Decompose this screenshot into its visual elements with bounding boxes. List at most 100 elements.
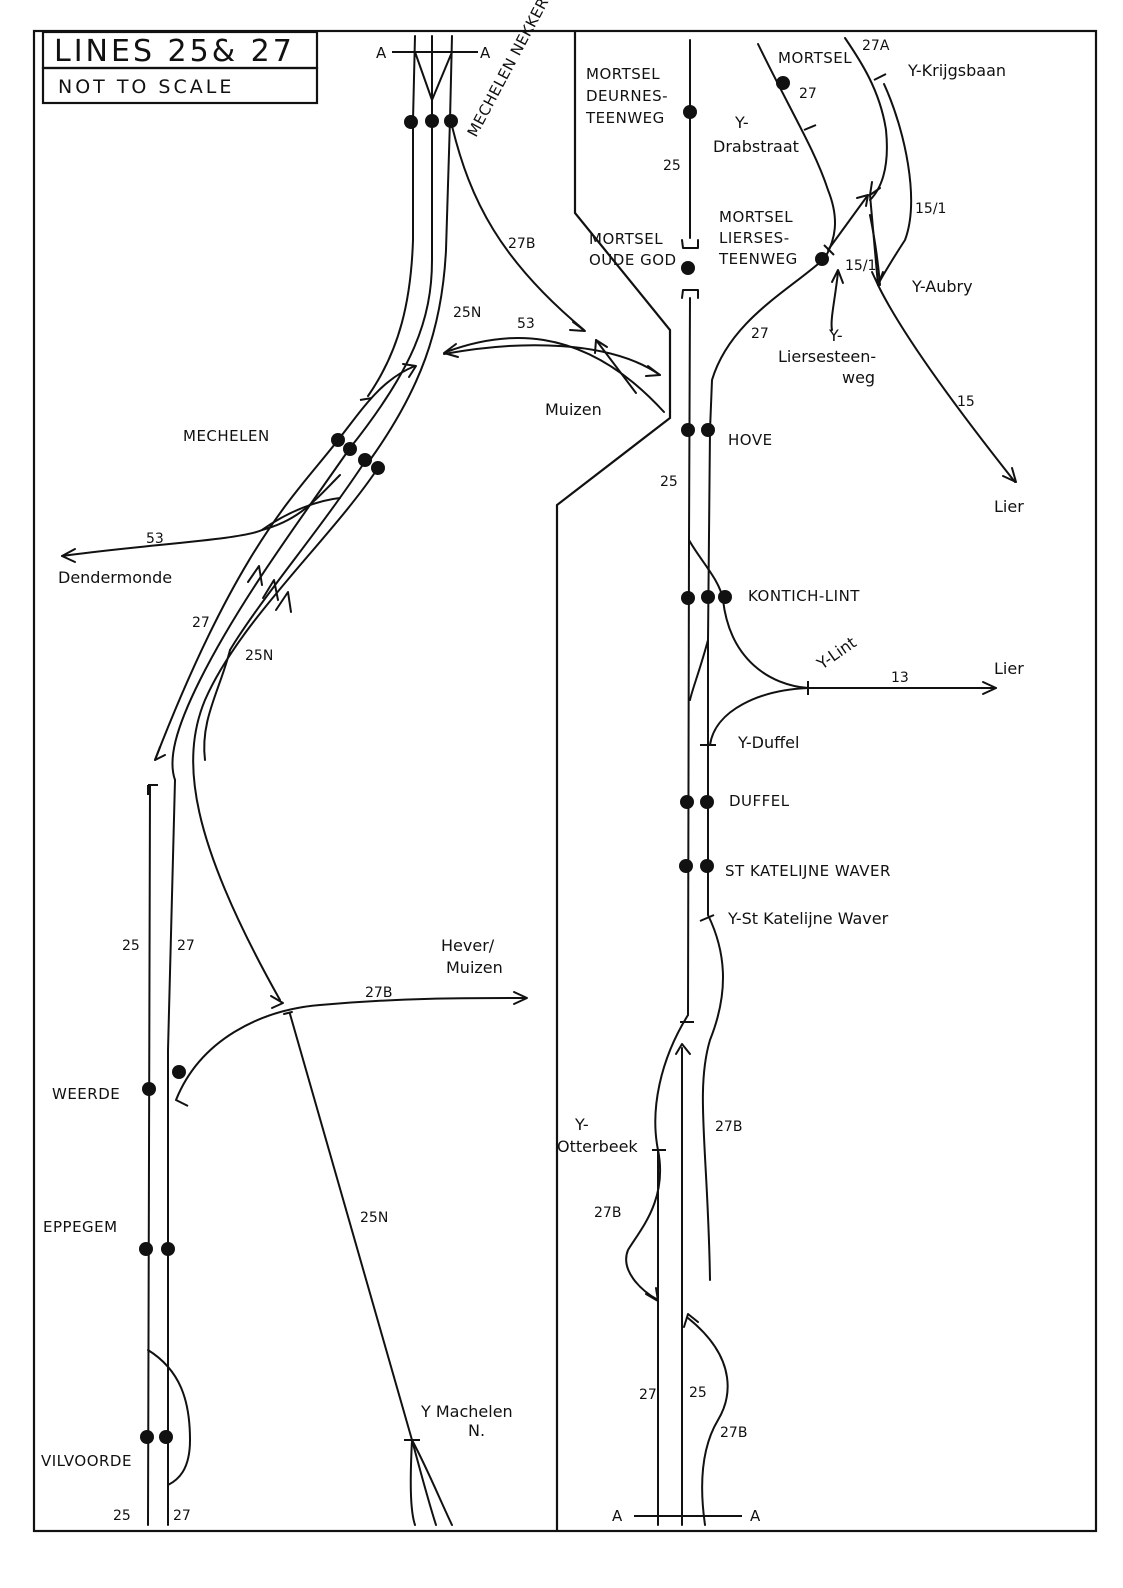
right-panel-tracks bbox=[625, 37, 1017, 1526]
label-lierse-1: MORTSEL bbox=[719, 208, 793, 226]
track-53-dendermonde bbox=[61, 497, 341, 557]
arrow-pointer-liersesteenweg bbox=[831, 269, 844, 284]
line-num-25-b: 25 bbox=[663, 158, 681, 174]
tick-krijgsbaan bbox=[873, 73, 887, 81]
track-vilvoorde-loop bbox=[147, 1349, 191, 1486]
arrow-27b-muizen bbox=[569, 321, 586, 332]
left-panel-tracks bbox=[61, 35, 665, 1526]
line-num-27-e: 27 bbox=[639, 1387, 657, 1403]
station-dot-hove-2 bbox=[701, 423, 715, 437]
tick-drabstraat bbox=[803, 124, 817, 131]
buffer-oude-god-top bbox=[681, 239, 699, 249]
outer-frame bbox=[32, 29, 1098, 1533]
track-53-muizen-b bbox=[443, 344, 661, 376]
arrow-25-north bbox=[675, 1043, 691, 1055]
track-15-lier bbox=[869, 194, 1016, 483]
line-num-15-1-a: 15/1 bbox=[915, 201, 946, 217]
line-num-53-a: 53 bbox=[517, 316, 535, 332]
track-25n-machelen bbox=[289, 1013, 437, 1526]
track-15-1-link bbox=[827, 194, 869, 251]
label-y-st-katelijne-waver: Y-St Katelijne Waver bbox=[727, 909, 889, 928]
line-num-25-c: 25 bbox=[660, 474, 678, 490]
frame bbox=[32, 29, 1098, 1533]
cut-mark-bottom-left: A bbox=[612, 1507, 623, 1525]
diagram-subtitle: NOT TO SCALE bbox=[58, 76, 234, 98]
label-lier-13: Lier bbox=[994, 659, 1024, 678]
arrow-27b-otterbeek bbox=[645, 1287, 659, 1302]
track-machelen-b bbox=[411, 1439, 453, 1526]
arrow-53-mechelen bbox=[443, 343, 459, 358]
line-num-27-a: 27 bbox=[192, 615, 210, 631]
station-dot-duffel-1 bbox=[680, 795, 694, 809]
line-num-27-b: 27 bbox=[177, 938, 195, 954]
label-muizen: Muizen bbox=[545, 400, 602, 419]
label-mortsel-deurne-2: DEURNES- bbox=[586, 87, 668, 105]
line-num-25-bottom: 25 bbox=[113, 1508, 131, 1524]
station-dot-eppegem-1 bbox=[139, 1242, 153, 1256]
label-y-liersesteenweg-1: Y- bbox=[828, 326, 843, 345]
arrow-27-south bbox=[154, 746, 166, 761]
pointer-liersesteenweg bbox=[830, 271, 839, 331]
label-lier-15: Lier bbox=[994, 497, 1024, 516]
line-num-27b-c: 27B bbox=[715, 1119, 742, 1135]
arrow-track-a bbox=[247, 565, 263, 586]
track-25n-mechelen bbox=[229, 459, 367, 651]
line-num-25n-a: 25N bbox=[453, 305, 481, 321]
station-dot-kontich-3 bbox=[718, 590, 732, 604]
line-num-27b-a: 27B bbox=[508, 236, 535, 252]
arrow-15-lier bbox=[1002, 467, 1017, 483]
track-15-1-aubry bbox=[869, 214, 881, 286]
label-mortsel: MORTSEL bbox=[778, 49, 852, 67]
label-y-lint: Y-Lint bbox=[813, 633, 860, 674]
line-num-13: 13 bbox=[891, 670, 909, 686]
labels: A A A A MECHELEN NEKKERSPOEL MECHELEN WE… bbox=[41, 0, 1024, 1525]
station-dot-katelijne-2 bbox=[700, 859, 714, 873]
track-fan-top bbox=[414, 51, 453, 101]
cut-mark-top-left: A bbox=[376, 44, 387, 62]
station-dot-mechelen-1 bbox=[331, 433, 345, 447]
label-y-otterbeek-2: Otterbeek bbox=[557, 1137, 638, 1156]
track-25-top bbox=[367, 35, 416, 397]
line-num-27-d: 27 bbox=[751, 326, 769, 342]
line-num-15-1-b: 15/1 bbox=[845, 258, 876, 274]
line-num-25n-c: 25N bbox=[360, 1210, 388, 1226]
track-27-south-left bbox=[167, 779, 176, 1526]
buffer-oude-god-bottom bbox=[681, 289, 699, 299]
station-dot-mechelen-4 bbox=[371, 461, 385, 475]
track-25n-top bbox=[369, 35, 453, 461]
track-27-top bbox=[349, 35, 433, 449]
station-dot-eppegem-2 bbox=[161, 1242, 175, 1256]
track-lint-curve bbox=[722, 599, 809, 689]
arrow-track-c bbox=[275, 591, 292, 613]
track-machelen-a bbox=[409, 1439, 416, 1526]
arrow-muizen-spur bbox=[594, 339, 608, 354]
tick-y-liersesteenweg bbox=[823, 244, 835, 256]
label-y-duffel: Y-Duffel bbox=[737, 733, 799, 752]
station-dot-mechelen-2 bbox=[343, 442, 357, 456]
station-dot-weerde-2 bbox=[172, 1065, 186, 1079]
arrow-track-b bbox=[262, 579, 279, 601]
station-dot-oude-god bbox=[681, 261, 695, 275]
station-dot-weerde-1 bbox=[142, 1082, 156, 1096]
station-dot-kontich-1 bbox=[681, 591, 695, 605]
label-mortsel-deurne-1: MORTSEL bbox=[586, 65, 660, 83]
label-y-otterbeek-1: Y- bbox=[574, 1115, 589, 1134]
tick-25n-hever bbox=[283, 1011, 293, 1015]
station-dot-nekkerspoel-1 bbox=[404, 115, 418, 129]
tick-st-katelijne bbox=[699, 914, 715, 922]
label-y-machelen-2: N. bbox=[468, 1421, 485, 1440]
line-num-53-b: 53 bbox=[146, 531, 164, 547]
label-lierse-2: LIERSES- bbox=[719, 229, 790, 247]
station-dot-duffel-2 bbox=[700, 795, 714, 809]
diagram-title: LINES 25& 27 bbox=[54, 34, 295, 69]
track-25-south-left bbox=[147, 784, 151, 1526]
title-box-bottom bbox=[41, 66, 319, 105]
cut-mark-bottom-right: A bbox=[750, 1507, 761, 1525]
label-y-liersesteenweg-3: weg bbox=[842, 368, 875, 387]
line-num-27a: 27A bbox=[862, 38, 890, 54]
track-25-mechelen bbox=[171, 447, 351, 781]
label-lierse-3: TEENWEG bbox=[718, 250, 798, 268]
track-27-mortsel bbox=[707, 43, 836, 641]
arrow-27-mechelen bbox=[402, 363, 417, 378]
